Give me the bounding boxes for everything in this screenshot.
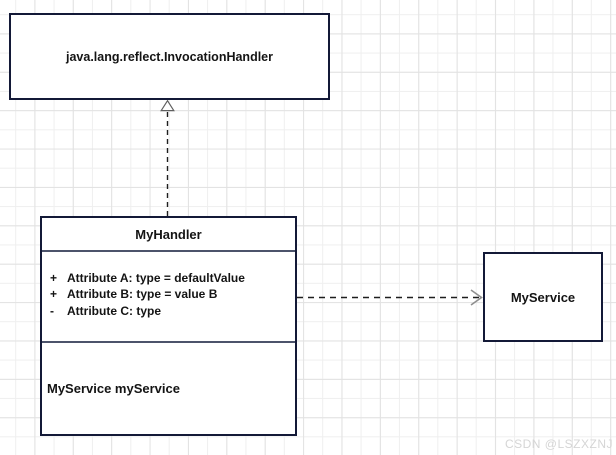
handler-class-name: MyHandler [135, 226, 202, 242]
service-class-name: MyService [510, 289, 576, 305]
uml-class-box-myservice: MyService [483, 252, 603, 342]
attribute-row: + Attribute B: type = value B [50, 286, 289, 302]
csdn-watermark: CSDN @LSZXZNJ [504, 437, 613, 451]
field-label: MyService myService [47, 381, 180, 396]
uml-class-box-myhandler: MyHandler + Attribute A: type = defaultV… [40, 216, 297, 436]
visibility-modifier: + [50, 271, 58, 285]
attribute-row: - Attribute C: type [50, 303, 289, 319]
class-fields-section: MyService myService [42, 343, 295, 434]
attribute-label: Attribute C: type [67, 303, 161, 318]
interface-class-name: java.lang.reflect.InvocationHandler [65, 49, 273, 64]
attribute-row: + Attribute A: type = defaultValue [50, 270, 289, 286]
attribute-label: Attribute B: type = value B [67, 287, 218, 302]
visibility-modifier: - [50, 303, 54, 318]
uml-class-box-invocationhandler: java.lang.reflect.InvocationHandler [9, 13, 330, 100]
attribute-label: Attribute A: type = defaultValue [67, 271, 245, 285]
class-attributes-section: + Attribute A: type = defaultValue + Att… [42, 252, 295, 343]
open-arrowhead-icon [470, 289, 483, 306]
class-title-section: MyHandler [42, 218, 295, 252]
hollow-triangle-arrowhead-icon [160, 99, 175, 112]
visibility-modifier: + [50, 287, 58, 302]
